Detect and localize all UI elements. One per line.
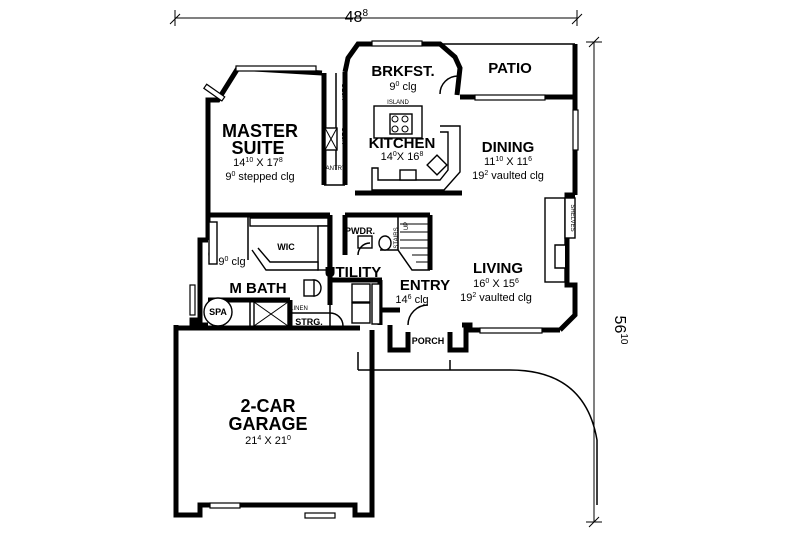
driveway-curve — [450, 369, 598, 505]
svg-text:90 clg: 90 clg — [389, 81, 416, 93]
interior-walls — [208, 73, 462, 328]
label-garage: 2-CAR GARAGE 214 X 210 — [228, 396, 307, 447]
svg-text:160 X 156: 160 X 156 — [473, 278, 519, 290]
svg-text:192 vaulted clg: 192 vaulted clg — [460, 292, 532, 304]
label-dining: DINING 1110 X 116 192 vaulted clg — [472, 139, 544, 182]
svg-text:1410 X 178: 1410 X 178 — [233, 157, 283, 169]
label-entry: ENTRY 146 clg — [395, 277, 450, 306]
svg-text:STAIRS: STAIRS — [394, 227, 400, 248]
svg-text:DINING: DINING — [482, 139, 535, 156]
label-pwdr: PWDR. — [345, 226, 375, 236]
desk-pantry-fixtures — [324, 127, 338, 151]
label-strg: STRG. — [295, 317, 323, 327]
svg-text:BRKFST.: BRKFST. — [371, 63, 434, 80]
label-pantry: PANTRY — [322, 166, 346, 172]
label-spa: SPA — [209, 307, 227, 317]
overall-width-label: 488 — [345, 8, 369, 26]
sink — [426, 154, 448, 176]
label-living: LIVING 160 X 156 192 vaulted clg — [460, 260, 532, 304]
kitchen-fixtures — [371, 105, 461, 191]
svg-text:2-CAR: 2-CAR — [240, 396, 295, 416]
svg-text:KITCHEN: KITCHEN — [369, 135, 436, 152]
svg-text:GARAGE: GARAGE — [228, 414, 307, 434]
label-brkfst: BRKFST. 90 clg — [371, 63, 434, 93]
label-wic: WIC — [277, 242, 295, 252]
label-desk: DESK DESK — [340, 84, 346, 144]
svg-text:MASTER: MASTER — [222, 121, 298, 141]
label-mbath: 90 clg M BATH — [218, 256, 286, 297]
label-stairs: STAIRS UP — [394, 222, 410, 249]
svg-text:DESK: DESK — [340, 84, 346, 100]
svg-text:SUITE: SUITE — [231, 138, 284, 158]
label-patio: PATIO — [488, 60, 532, 77]
svg-text:214 X 210: 214 X 210 — [245, 435, 291, 447]
stair-treads — [400, 223, 428, 263]
label-shelves: SHELVES — [569, 204, 575, 231]
dimension-lines — [169, 10, 602, 528]
label-linen: LINEN — [290, 306, 308, 312]
svg-text:146 clg: 146 clg — [395, 294, 428, 306]
cooktop — [389, 113, 413, 135]
spa-tub — [203, 297, 233, 327]
label-master: MASTER SUITE 1410 X 178 90 stepped clg — [222, 121, 298, 183]
wic-shelves — [249, 217, 329, 271]
svg-text:UP: UP — [404, 222, 410, 230]
svg-text:192 vaulted clg: 192 vaulted clg — [472, 170, 544, 182]
overall-depth-label: 5610 — [611, 316, 629, 345]
label-utility: UTILITY — [325, 264, 382, 281]
svg-text:LIVING: LIVING — [473, 260, 523, 277]
windows — [189, 40, 579, 519]
doors — [329, 75, 459, 327]
utility-fixtures — [351, 283, 381, 325]
svg-text:DESK: DESK — [340, 128, 346, 144]
bath-fixtures — [203, 221, 392, 327]
svg-text:1110 X 116: 1110 X 116 — [484, 156, 532, 168]
label-kitchen: KITCHEN 140X 168 — [369, 135, 436, 163]
svg-text:90 stepped clg: 90 stepped clg — [225, 171, 294, 183]
svg-text:ENTRY: ENTRY — [400, 277, 450, 294]
label-porch: PORCH — [412, 336, 445, 346]
svg-text:90 clg: 90 clg — [218, 256, 245, 268]
fireplace — [544, 197, 576, 283]
svg-text:140X 168: 140X 168 — [381, 151, 424, 163]
label-island: ISLAND — [387, 100, 409, 106]
svg-text:M BATH: M BATH — [229, 280, 286, 297]
